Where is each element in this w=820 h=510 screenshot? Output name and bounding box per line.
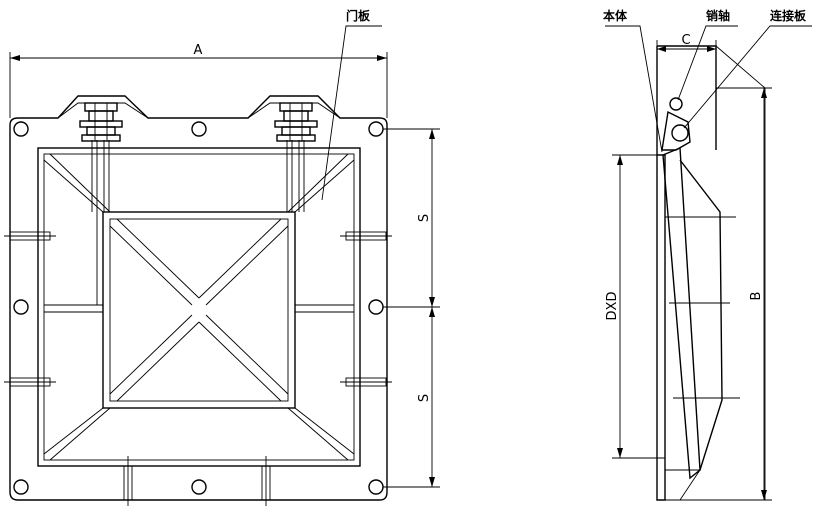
dimension-dxd: DXD [605,154,665,459]
dim-label-dxd: DXD [605,292,620,321]
callout-link-plate: 连接板 [683,8,812,129]
corner-ribs [43,153,355,461]
bolt-hole [13,299,29,315]
callout-body: 本体 [603,8,663,153]
dim-label-s-top: S [417,214,432,222]
callout-gate-plate-label: 门板 [346,8,371,23]
bolt-holes [13,121,384,495]
callout-pin-label: 销轴 [706,8,730,23]
pin-and-link-plate [661,97,691,151]
bolt-hole [368,121,384,137]
side-ribs [44,212,354,313]
callout-link-plate-label: 连接板 [770,8,807,23]
center-panel-inner [109,218,289,402]
center-panel-outer [102,211,296,409]
dimension-b: B [716,87,772,501]
pin-hole [669,97,683,111]
lifting-lug-left [79,102,123,142]
x-brace [109,218,289,402]
dimension-a: A [9,43,388,118]
dimension-s: S S [383,128,440,488]
bolt-hole [191,121,207,137]
front-outer-frame [9,95,388,501]
callout-body-label: 本体 [603,8,628,23]
dim-label-c: C [681,33,690,48]
side-gate-rib [679,159,723,471]
dimension-c: C [656,33,717,52]
side-wedge-bottom [665,469,701,501]
side-gate-plate [662,146,701,480]
lifting-rods [91,140,305,212]
front-view: A S S 门板 [4,8,440,506]
bolt-hole [368,299,384,315]
gate-plate-outer [37,147,361,467]
dim-label-s-bottom: S [417,394,432,402]
side-body [656,46,666,501]
wedge-blocks [4,231,392,506]
dim-label-a: A [194,43,203,58]
lifting-lug-right [274,102,318,142]
callout-pin: 销轴 [677,8,738,101]
link-plate-hole [671,124,689,142]
side-gate-stiffeners [665,216,740,399]
side-body-top [657,45,717,150]
bolt-hole [13,121,29,137]
gate-plate-inner-rim [43,153,355,461]
bolt-hole [13,479,29,495]
bolt-hole [191,479,207,495]
side-view: C DXD B 本体 销轴 连接板 [603,8,812,501]
dim-label-b: B [749,292,764,301]
callout-gate-plate: 门板 [321,8,382,201]
bolt-hole [368,479,384,495]
